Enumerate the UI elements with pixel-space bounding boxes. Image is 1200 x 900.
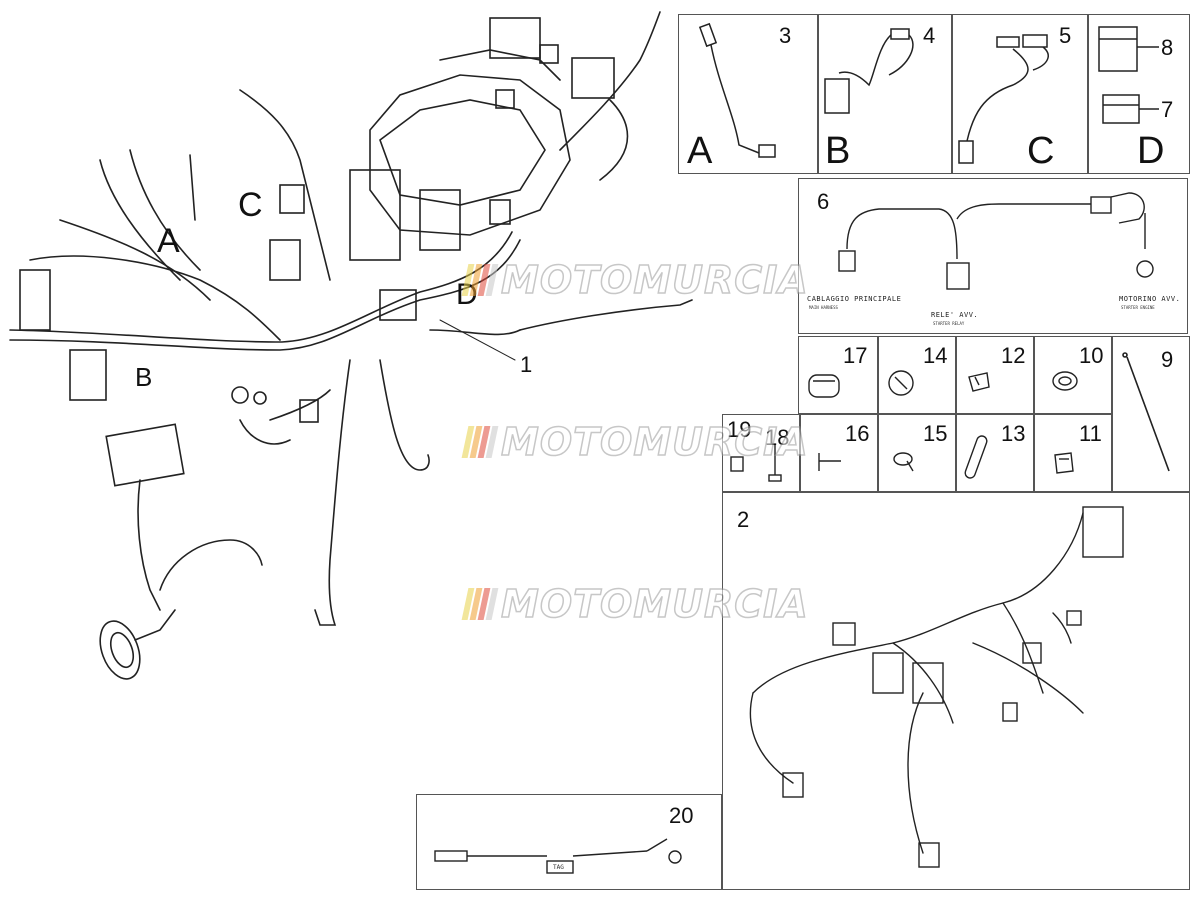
part-10-number: 10 xyxy=(1079,343,1104,368)
panel-part-5: 5 C xyxy=(952,14,1088,174)
part-2-drawing xyxy=(749,506,1124,868)
parts-18-19-drawing xyxy=(730,445,782,482)
label-starter-motor: MOTORINO AVV. xyxy=(1119,295,1181,303)
part-13-drawing xyxy=(964,435,988,479)
panel-part-3: 3 A xyxy=(678,14,818,174)
label-main-harness: CABLAGGIO PRINCIPALE xyxy=(807,295,902,303)
part-2-number: 2 xyxy=(737,507,750,532)
part-11-number: 11 xyxy=(1079,421,1102,446)
part-16-drawing xyxy=(818,453,841,471)
panel-part-4: 4 B xyxy=(818,14,952,174)
part-14-number: 14 xyxy=(923,343,948,368)
panel-part-2: 2 xyxy=(722,492,1190,890)
watermark-stripes-icon xyxy=(461,426,499,458)
part-17-drawing xyxy=(808,374,840,398)
part-5-letter: C xyxy=(1027,130,1055,172)
part-10-drawing xyxy=(1052,371,1078,391)
panel-part-14: 14 xyxy=(878,336,956,414)
panel-part-13: 13 xyxy=(956,414,1034,492)
part-4-number: 4 xyxy=(923,23,936,48)
part-5-number: 5 xyxy=(1059,23,1072,48)
part-3-letter: A xyxy=(687,130,713,172)
part-15-drawing xyxy=(893,452,914,472)
part-5-drawing xyxy=(958,34,1049,164)
watermark-logo: MOTOMURCIA xyxy=(461,581,809,627)
panel-part-11: 11 xyxy=(1034,414,1112,492)
main-letter-b: B xyxy=(135,362,153,392)
panel-part-9: 9 xyxy=(1112,336,1190,492)
panel-part-17: 17 xyxy=(798,336,878,414)
part-6-number: 6 xyxy=(817,189,830,214)
callout-1: 1 xyxy=(520,352,533,377)
parts-7-8-drawing xyxy=(1098,26,1159,124)
panel-part-10: 10 xyxy=(1034,336,1112,414)
watermark-stripes-icon xyxy=(461,264,499,296)
part-8-number: 8 xyxy=(1161,35,1174,60)
panel-part-6: 6 CABLAGGIO PRINCIPALE MAIN HARNESS RELE… xyxy=(798,178,1188,334)
part-6-drawing xyxy=(838,192,1154,290)
main-letter-a: A xyxy=(157,222,180,260)
part-20-tag: TAG xyxy=(553,864,564,871)
watermark-logo: MOTOMURCIA xyxy=(461,419,809,465)
panel-parts-7-8: 8 7 D xyxy=(1088,14,1190,174)
watermark-text: MOTOMURCIA xyxy=(500,257,809,303)
part-19-number: 19 xyxy=(727,417,752,442)
panel-part-20: 20 TAG xyxy=(416,794,722,890)
part-4-letter: B xyxy=(825,130,851,172)
part-7-number: 7 xyxy=(1161,97,1174,122)
label-main-harness-sub: MAIN HARNESS xyxy=(809,305,838,310)
label-starter-relay: RELE' AVV. xyxy=(931,311,979,319)
part-12-drawing xyxy=(968,372,990,392)
part-13-number: 13 xyxy=(1001,421,1026,446)
watermark-text: MOTOMURCIA xyxy=(500,581,809,627)
part-18-number: 18 xyxy=(765,425,790,450)
panel-part-16: 16 xyxy=(800,414,878,492)
part-20-drawing xyxy=(434,838,682,874)
label-starter-motor-sub: STARTER ENGINE xyxy=(1121,305,1155,310)
watermark-text: MOTOMURCIA xyxy=(500,419,809,465)
parts-7-8-letter: D xyxy=(1137,130,1165,172)
main-letter-c: C xyxy=(238,186,263,224)
part-9-drawing xyxy=(1122,352,1170,472)
part-14-drawing xyxy=(888,370,914,396)
part-16-number: 16 xyxy=(845,421,870,446)
watermark-stripes-icon xyxy=(461,588,499,620)
part-3-number: 3 xyxy=(779,23,792,48)
part-11-drawing xyxy=(1054,452,1074,474)
watermark-logo: MOTOMURCIA xyxy=(461,257,809,303)
part-9-number: 9 xyxy=(1161,347,1174,372)
panel-parts-18-19: 19 18 xyxy=(722,414,800,492)
part-15-number: 15 xyxy=(923,421,948,446)
part-17-number: 17 xyxy=(843,343,868,368)
panel-part-12: 12 xyxy=(956,336,1034,414)
part-4-drawing xyxy=(824,28,914,114)
part-3-drawing xyxy=(698,22,776,158)
label-starter-relay-sub: STARTER RELAY xyxy=(933,321,965,326)
panel-part-15: 15 xyxy=(878,414,956,492)
part-12-number: 12 xyxy=(1001,343,1026,368)
part-20-number: 20 xyxy=(669,803,694,828)
